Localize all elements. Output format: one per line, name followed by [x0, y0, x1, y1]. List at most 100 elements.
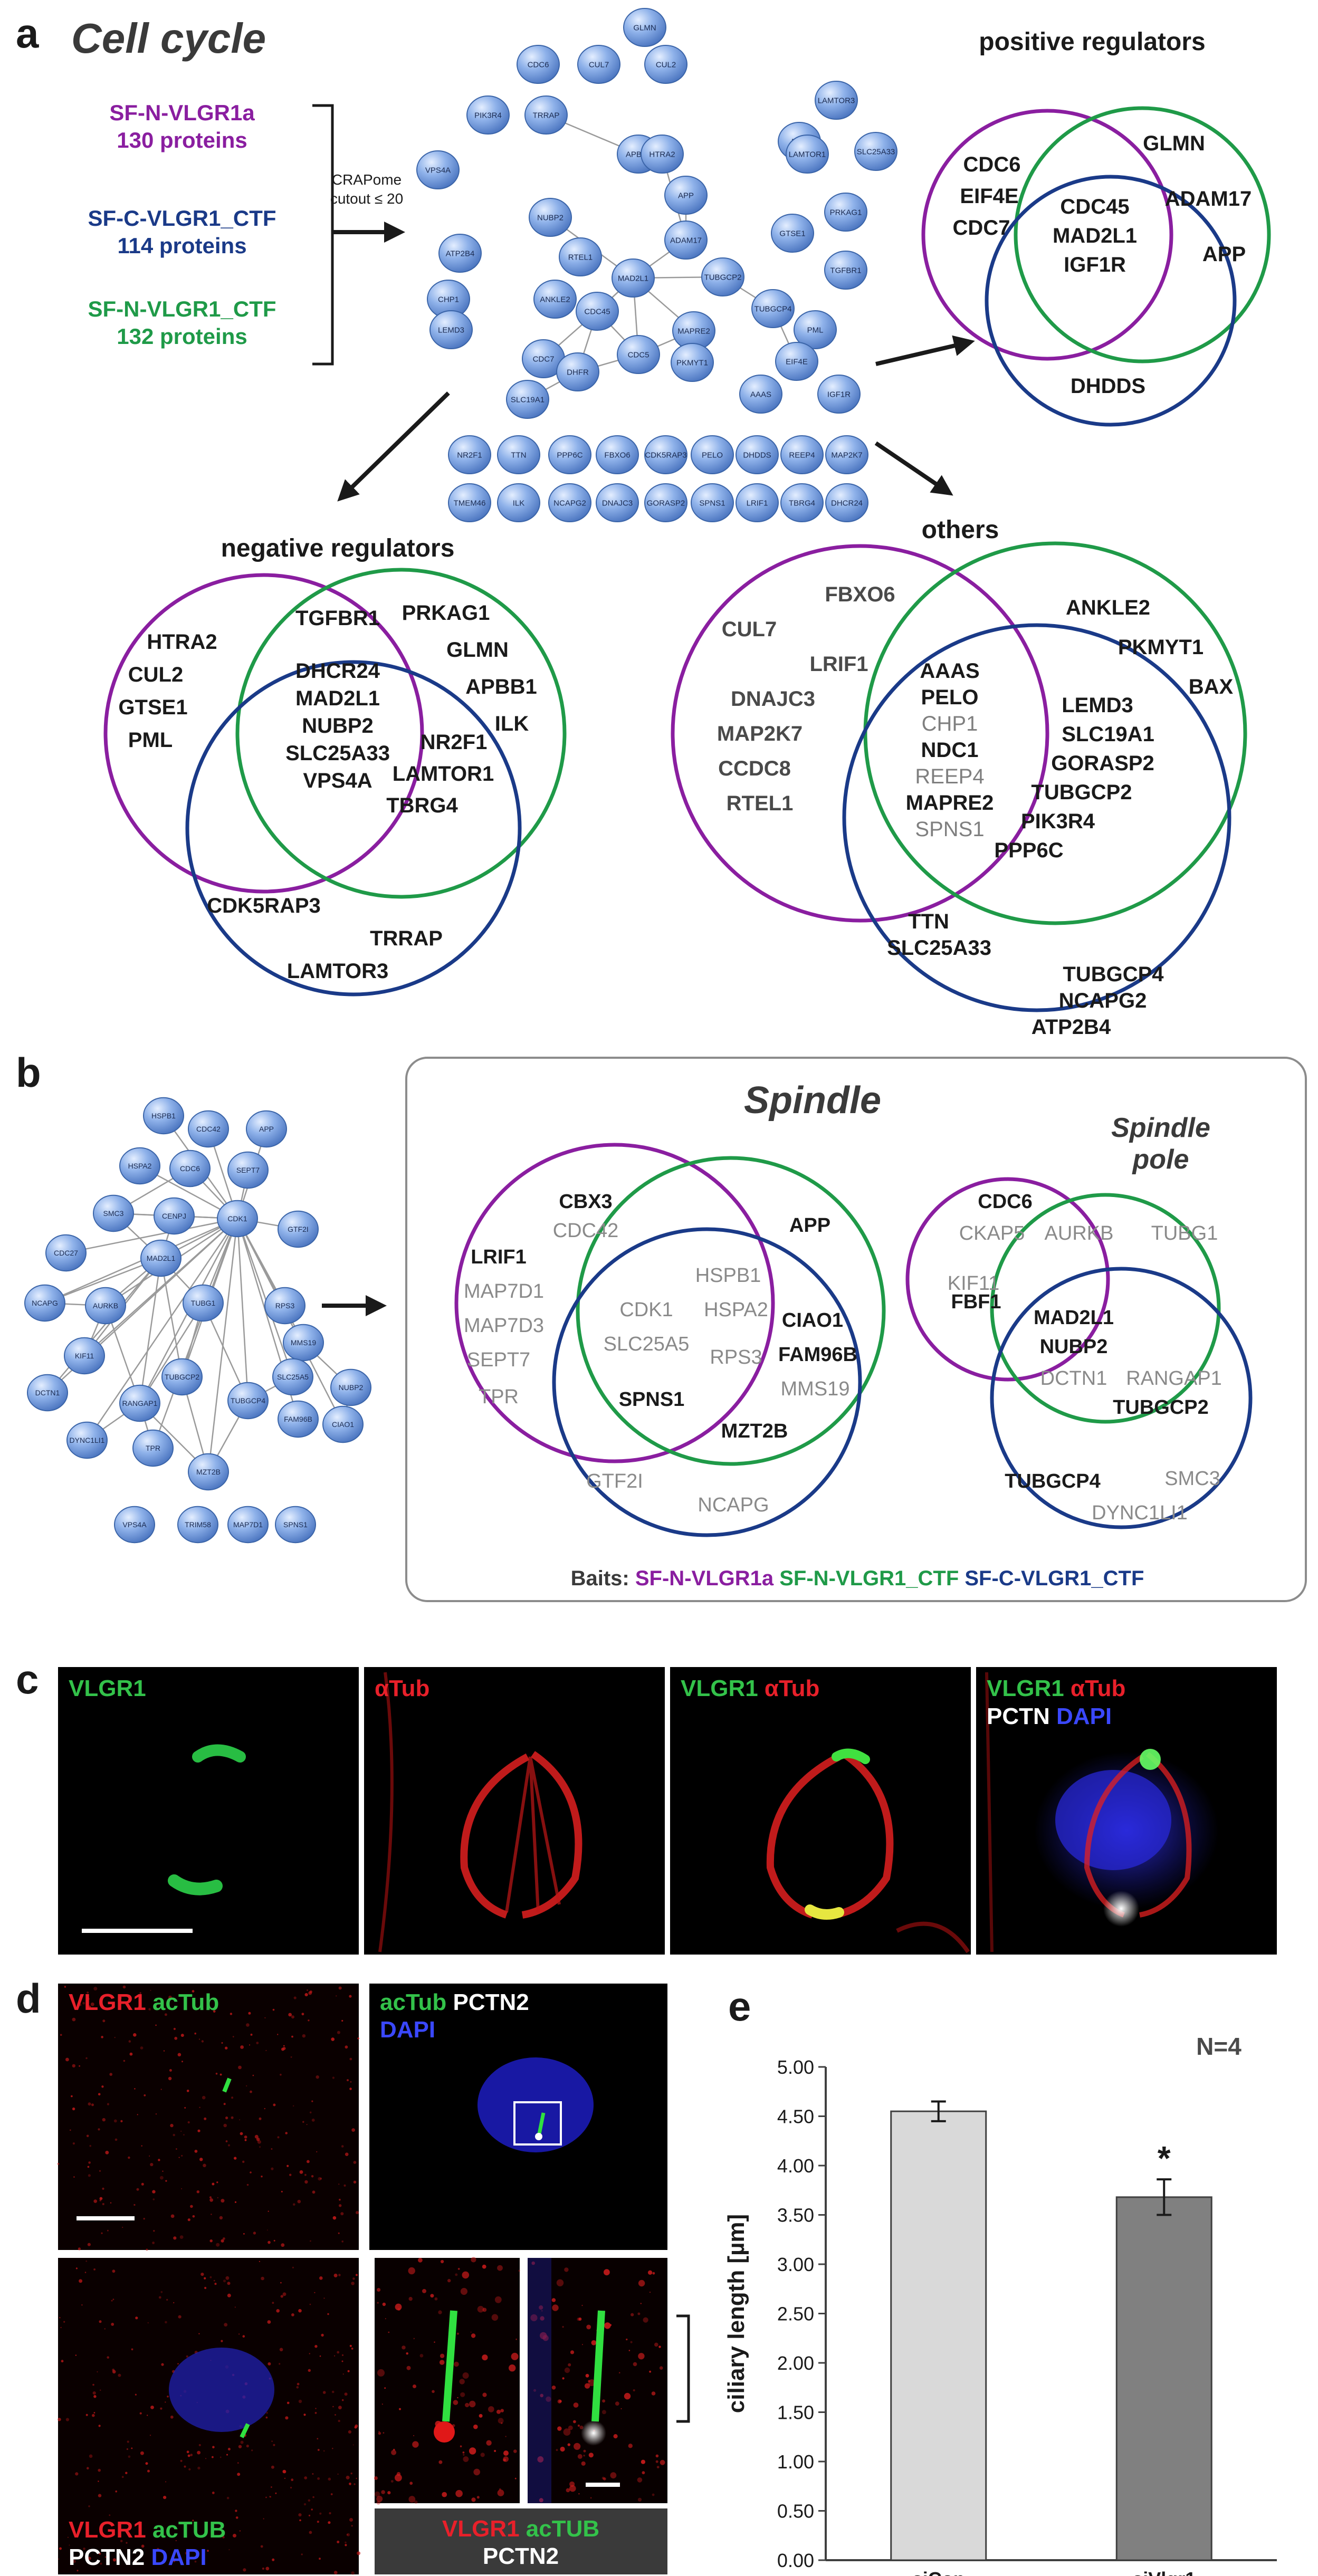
speckle [442, 2492, 447, 2497]
speckle [333, 2571, 338, 2574]
speckle [100, 2562, 102, 2565]
speckle [310, 2240, 311, 2242]
network-node-app: APP [664, 176, 708, 215]
y-tick-label: 3.00 [777, 2254, 814, 2275]
speckle [170, 2415, 174, 2419]
network-node-label: NUBP2 [537, 213, 564, 222]
speckle [135, 2393, 137, 2396]
speckle [120, 2540, 123, 2543]
speckle [341, 2019, 343, 2022]
speckle [317, 2449, 320, 2451]
bait-legend-label: Baits: [571, 1567, 629, 1590]
network-node-ncapg2: NCAPG2 [548, 483, 591, 522]
speckle [501, 2422, 503, 2424]
speckle [438, 2310, 442, 2314]
speckle [551, 2298, 556, 2302]
micrograph-c1: VLGR1 [58, 1667, 359, 1955]
speckle [497, 2265, 503, 2271]
speckle [460, 2445, 462, 2448]
speckle [471, 2257, 476, 2263]
network-node-circle [132, 1429, 174, 1467]
speckle [351, 2525, 353, 2527]
network-node-tubgcp4: TUBGCP4 [751, 289, 795, 328]
speckle [560, 2446, 565, 2452]
venn-oth-center-ndc1: NDC1 [921, 739, 979, 762]
speckle [150, 1989, 151, 1991]
network-node-label: KIF11 [75, 1352, 94, 1360]
speckle [250, 2090, 252, 2093]
speckle [243, 2233, 245, 2235]
speckle [348, 2430, 352, 2434]
speckle [219, 2456, 222, 2458]
speckle [408, 2296, 413, 2301]
ld3b-seg-0: PCTN2 [69, 2544, 151, 2570]
network-node-label: CDC7 [533, 355, 555, 363]
speckle [296, 2386, 299, 2389]
venn-oth-navy-ncapg2: NCAPG2 [1059, 989, 1147, 1012]
network-node-label: LAMTOR3 [818, 96, 855, 105]
speckle [409, 2482, 413, 2485]
speckle [382, 2302, 386, 2306]
speckle [265, 2050, 267, 2052]
speckle [399, 2408, 401, 2410]
speckle [496, 2409, 501, 2414]
network-node-label: GLMN [633, 23, 656, 32]
network-node-circle [429, 310, 473, 349]
network-node-circle [664, 176, 708, 215]
bait-legend: Baits: SF-N-VLGR1a SF-N-VLGR1_CTF SF-C-V… [571, 1567, 1144, 1590]
network-node-circle [824, 193, 867, 232]
speckle [217, 2197, 218, 2199]
speckle [312, 2473, 314, 2475]
speckle [112, 2558, 117, 2562]
network-node-circle [119, 1384, 160, 1422]
speckle [227, 2282, 231, 2285]
venn-oth-center-aaas: AAAS [920, 659, 979, 683]
speckle [184, 2107, 186, 2109]
speckle [128, 2455, 131, 2458]
speckle [439, 2360, 445, 2365]
network-node-circle [275, 1506, 316, 1544]
network-node-sept7: SEPT7 [227, 1151, 269, 1189]
speckle [271, 2465, 274, 2469]
network-node-circle [751, 289, 795, 328]
network-node-spns1: SPNS1 [691, 483, 734, 522]
ld4a-seg-1: acTUB [526, 2516, 599, 2542]
speckle [460, 2392, 465, 2397]
speckle [378, 2430, 380, 2433]
network-node-circle [119, 1147, 160, 1185]
speckle [230, 2013, 233, 2015]
venn-oth-center-reep4: REEP4 [915, 765, 984, 788]
network-node-circle [169, 1150, 211, 1188]
speckle [133, 2204, 136, 2206]
venn-oth-center-pelo: PELO [921, 686, 979, 709]
speckle [339, 2198, 341, 2201]
spindle-center-cdk1: CDK1 [619, 1299, 673, 1321]
venn-oth-purple-map2k7: MAP2K7 [717, 722, 803, 745]
network-node-circle [85, 1287, 126, 1325]
speckle [101, 2232, 103, 2234]
speckle [298, 2399, 302, 2403]
pole-purple-kif11: KIF11 [948, 1272, 1000, 1295]
category-label-sicon: siCon [912, 2568, 965, 2576]
speckle [192, 2520, 194, 2522]
speckle [482, 2354, 488, 2361]
venn-pos-purple-cdc7: CDC7 [953, 216, 1010, 240]
speckle [168, 1995, 172, 1999]
bait-2-name: SF-C-VLGR1_CTF [88, 206, 276, 231]
speckle [174, 2036, 178, 2040]
speckle [216, 2181, 218, 2184]
network-edge [47, 1258, 161, 1393]
network-node-map7d1: MAP7D1 [227, 1506, 269, 1544]
speckle [342, 2373, 344, 2375]
speckle [87, 2467, 89, 2470]
speckle [215, 2073, 218, 2075]
label-d1: VLGR1 acTub [69, 1989, 219, 2015]
ld1-seg-1: acTub [152, 1989, 219, 2015]
micrograph-d2: acTub PCTN2 DAPI [369, 1984, 667, 2250]
speckle [101, 2085, 104, 2088]
speckle [482, 2307, 487, 2312]
speckle [332, 2447, 333, 2449]
speckle [349, 2057, 352, 2061]
speckle [658, 2345, 661, 2348]
speckle [628, 2444, 633, 2448]
